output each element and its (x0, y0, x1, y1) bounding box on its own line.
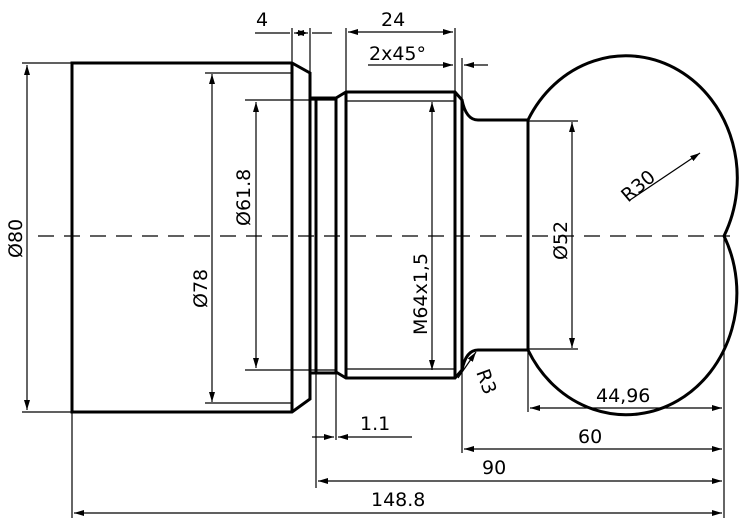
dim-l90: 90 (482, 457, 506, 479)
dim-r30: R30 (617, 166, 660, 207)
dim-d52: Ø52 (550, 221, 572, 260)
dim-l60: 60 (578, 426, 602, 448)
dim-l148-8: 148.8 (371, 489, 425, 511)
dim-d78: Ø78 (190, 269, 212, 308)
dim-r3: R3 (471, 366, 500, 397)
dim-m64: M64x1,5 (410, 253, 432, 335)
extension-lines (71, 28, 725, 518)
dim-l44-96: 44,96 (596, 385, 650, 407)
diameter-lines (22, 62, 578, 413)
horizontal-dimension-lines (74, 29, 722, 516)
dim-d61-8: Ø61.8 (233, 169, 255, 226)
dim-w24: 24 (381, 9, 405, 31)
part-outline (70, 54, 739, 417)
dim-chamfer: 2x45° (369, 43, 426, 65)
dim-d80: Ø80 (5, 219, 27, 258)
dim-w4: 4 (256, 9, 268, 31)
dim-w1-1: 1.1 (360, 413, 390, 435)
